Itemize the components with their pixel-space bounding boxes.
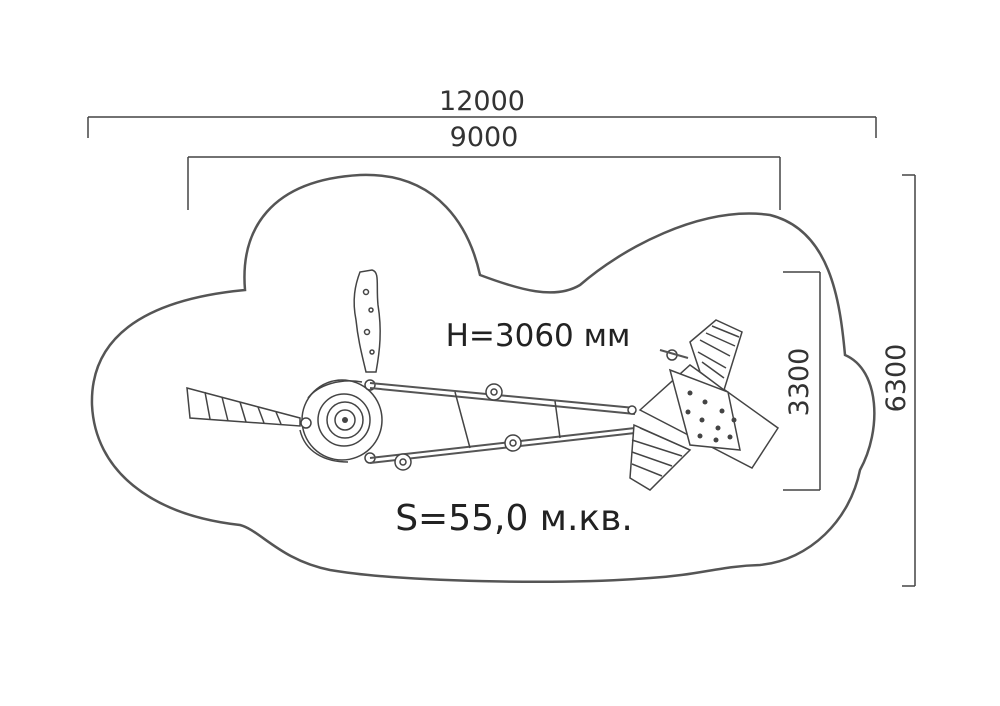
overall-width-dimension: 6300 bbox=[881, 174, 916, 587]
height-label: H=3060 мм bbox=[446, 318, 631, 354]
inner-width-label: 3300 bbox=[784, 348, 815, 417]
climbing-pole bbox=[353, 269, 381, 373]
rail-rings bbox=[394, 383, 522, 471]
wing-upper bbox=[659, 319, 743, 392]
area-label: S=55,0 м.кв. bbox=[395, 498, 633, 539]
round-tower bbox=[299, 379, 383, 463]
tail-fin-left bbox=[186, 386, 301, 427]
overall-length-label: 12000 bbox=[439, 86, 525, 117]
inner-width-dimension: 3300 bbox=[783, 271, 821, 491]
inner-length-label: 9000 bbox=[450, 122, 519, 153]
inner-length-dimension: 9000 bbox=[187, 122, 781, 210]
overall-length-dimension: 12000 bbox=[87, 86, 877, 138]
front-platform bbox=[627, 349, 780, 469]
fuselage-rails bbox=[369, 382, 636, 464]
overall-width-label: 6300 bbox=[881, 344, 912, 413]
playground-equipment bbox=[186, 269, 780, 491]
wing-lower bbox=[629, 423, 692, 491]
node-left bbox=[300, 417, 312, 429]
safety-zone-outline bbox=[90, 173, 876, 583]
